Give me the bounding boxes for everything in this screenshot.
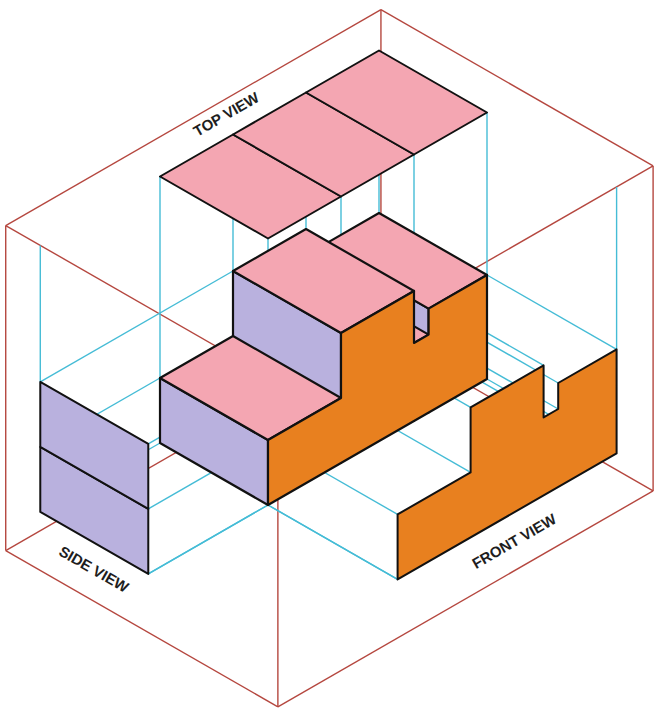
projection-line [487, 275, 617, 349]
projection-line [268, 505, 398, 579]
object-front-face [268, 275, 487, 505]
projection-line [148, 505, 268, 574]
projection-line [40, 245, 41, 382]
projection-line [148, 505, 268, 574]
glass-box-edge [652, 166, 653, 491]
projection-lines [40, 51, 616, 580]
glass-box-edge [5, 226, 6, 551]
top-view-cell [306, 51, 487, 155]
stepped-block-object [160, 213, 487, 505]
projection-line [616, 187, 617, 350]
projection-line [268, 505, 398, 579]
projection-line [486, 113, 487, 276]
glass-box [6, 10, 653, 707]
side-view [40, 382, 148, 574]
top-view [160, 51, 487, 239]
side-view-cell [40, 382, 148, 509]
glass-box-edge [6, 551, 278, 707]
projection-line [159, 177, 160, 379]
